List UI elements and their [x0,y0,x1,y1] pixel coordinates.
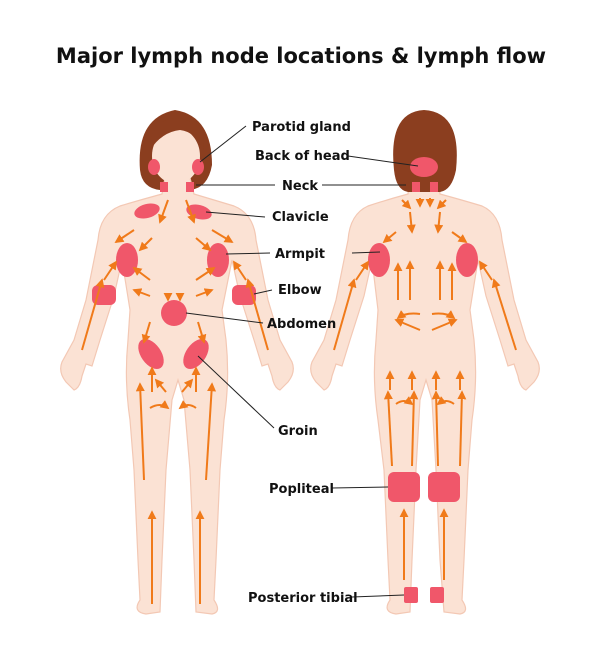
node-elbow-left [92,285,116,305]
back-flow-arrows [333,198,517,580]
label-armpit: Armpit [275,247,325,262]
node-back-neck-left [412,182,420,192]
back-body [310,110,540,615]
node-posterior-tibial-left [404,587,418,603]
node-groin-left [138,338,164,370]
node-back-of-head [410,157,438,177]
node-parotid-left [148,159,160,175]
node-back-armpit-right [456,243,478,277]
label-parotid-gland: Parotid gland [252,120,351,135]
node-posterior-tibial-right [430,587,444,603]
node-groin-right [183,338,209,370]
node-neck-right [186,182,194,192]
node-back-armpit-left [368,243,390,277]
node-clavicle-left [134,203,160,219]
front-hair-fringe [150,118,204,150]
leader-lines [185,125,419,598]
node-parotid-right [192,159,204,175]
front-body [60,110,294,615]
node-neck-left [160,182,168,192]
label-popliteal: Popliteal [269,482,334,497]
front-face [152,128,200,184]
label-groin: Groin [278,424,318,439]
label-back-of-head: Back of head [255,149,350,164]
node-armpit-left [116,243,138,277]
back-skin [310,175,540,615]
node-back-neck-right [430,182,438,192]
node-popliteal-right [428,472,460,502]
label-neck: Neck [282,179,318,194]
label-posterior-tibial: Posterior tibial [248,591,358,606]
diagram-title: Major lymph node locations & lymph flow [55,44,547,68]
label-elbow: Elbow [278,283,322,298]
node-armpit-right [207,243,229,277]
front-skin [60,177,294,615]
label-clavicle: Clavicle [272,210,329,225]
label-abdomen: Abdomen [267,317,336,332]
node-popliteal-left [388,472,420,502]
back-hair [393,110,457,192]
node-abdomen [161,300,187,326]
front-flow-arrows [81,199,269,604]
